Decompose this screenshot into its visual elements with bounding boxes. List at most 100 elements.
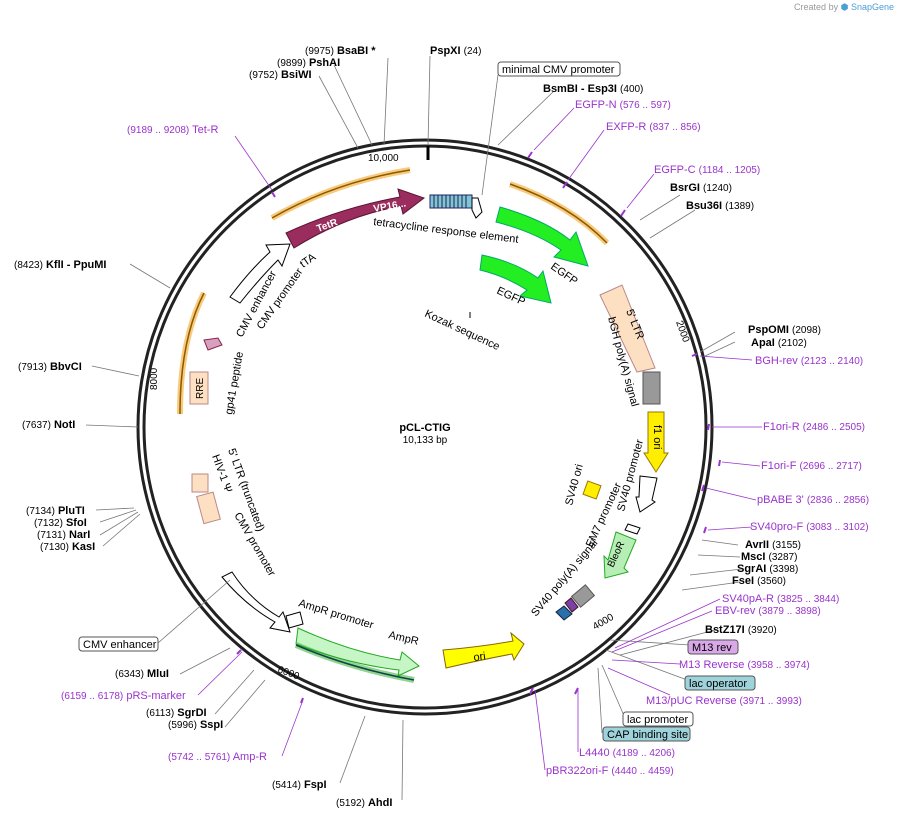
backbone-inner — [142, 144, 708, 710]
egfp-label-2: EGFP — [495, 285, 527, 309]
svg-text:(7132) SfoI: (7132) SfoI — [34, 517, 87, 529]
bsmbi-name: BsmBI — [543, 83, 578, 95]
svg-text:ApaI (2102): ApaI (2102) — [751, 337, 807, 349]
svg-text:L4440 (4189 .. 4206): L4440 (4189 .. 4206) — [579, 747, 675, 759]
cmvenh-box — [78, 636, 159, 652]
egfp-bracket — [509, 183, 608, 244]
lacprom-box — [622, 711, 694, 727]
tick-10000: 10,000 — [368, 153, 399, 164]
pluti-name: PluTI — [58, 505, 85, 517]
svg-text:FseI (3560): FseI (3560) — [732, 575, 786, 587]
primer-exfp-r: EXFP-R — [606, 121, 646, 133]
egfp-feature-1 — [495, 206, 589, 267]
mlui-name: MluI — [147, 668, 169, 680]
min-cmv-box — [497, 61, 621, 77]
primer-f1ori-f: F1ori-F — [761, 460, 797, 472]
plasmid-length: 10,133 bp — [403, 435, 448, 446]
nari-name: NarI — [69, 529, 90, 541]
svg-text:BsrGI (1240): BsrGI (1240) — [670, 182, 732, 194]
svg-text:(9899) PshAI: (9899) PshAI — [277, 57, 340, 69]
svg-text:(6159 .. 6178) pRS-marker: (6159 .. 6178) pRS-marker — [61, 690, 186, 702]
primer-pbabe3: pBABE 3' — [757, 494, 804, 506]
m13rev-box — [687, 639, 739, 655]
primer-sv40pro-f: SV40pro-F — [750, 521, 803, 533]
svg-text:(5742 .. 5761) Amp-R: (5742 .. 5761) Amp-R — [168, 751, 267, 763]
vp16-label: VP16... — [373, 198, 407, 215]
tta-bracket — [271, 169, 411, 219]
m13rev-label: M13 rev — [692, 642, 732, 654]
svg-text:F1ori-F (2696 .. 2717): F1ori-F (2696 .. 2717) — [761, 460, 862, 472]
tetr-feature — [285, 188, 426, 249]
primer-egfp-n: EGFP-N — [575, 99, 617, 111]
ampr-promoter-label: AmpR promoter — [297, 597, 375, 631]
egfp-label-1: EGFP — [548, 261, 579, 288]
svg-text:pBR322ori-F (4440 .. 4459): pBR322ori-F (4440 .. 4459) — [546, 765, 674, 777]
noti-name: NotI — [54, 419, 75, 431]
cap-box — [602, 726, 691, 742]
sv40-promoter-feature — [635, 475, 658, 513]
pshai-name: PshAI — [309, 57, 340, 69]
svg-text:(5996) SspI: (5996) SspI — [168, 719, 223, 731]
primer-egfp-c: EGFP-C — [654, 164, 696, 176]
svg-text:MscI (3287): MscI (3287) — [741, 551, 797, 563]
primer-prs-marker: pRS-marker — [126, 690, 186, 702]
svg-text:(7130) KasI: (7130) KasI — [40, 541, 95, 553]
min-cmv-feature — [471, 197, 483, 219]
svg-text:SgrAI (3398): SgrAI (3398) — [737, 563, 798, 575]
bstz17i-name: BstZ17I — [705, 624, 745, 636]
ahdi-name: AhdI — [368, 797, 392, 809]
bsabi-pos: (9975) — [305, 46, 334, 57]
fsei-name: FseI — [732, 575, 754, 587]
svg-text:F1ori-R (2486 .. 2505): F1ori-R (2486 .. 2505) — [763, 421, 865, 433]
svg-text:PspXI (24): PspXI (24) — [430, 45, 481, 57]
primer-f1ori-r: F1ori-R — [763, 421, 800, 433]
svg-text:(7131) NarI: (7131) NarI — [37, 529, 90, 541]
sv40ori-feature — [582, 480, 602, 500]
svg-text:pBABE 3' (2836 .. 2856): pBABE 3' (2836 .. 2856) — [757, 494, 869, 506]
lac-cluster-feature — [555, 605, 573, 621]
bsabi-name: BsaBI — [337, 45, 368, 57]
svg-text:EBV-rev (3879 .. 3898): EBV-rev (3879 .. 3898) — [715, 605, 821, 617]
ltr-feature — [599, 284, 656, 373]
svg-text:(7637) NotI: (7637) NotI — [22, 419, 75, 431]
primer-m13puc-reverse: M13/pUC Reverse — [646, 695, 736, 707]
svg-text:(9975) BsaBI *: (9975) BsaBI * — [305, 45, 376, 57]
avrii-name: AvrII — [745, 539, 769, 551]
ori-label: ori — [473, 650, 487, 664]
svg-text:(6343) MluI: (6343) MluI — [115, 668, 169, 680]
primer-tet-r: Tet-R — [192, 124, 218, 136]
svg-text:(8423) KflI - PpuMI: (8423) KflI - PpuMI — [14, 259, 106, 271]
svg-text:(5414) FspI: (5414) FspI — [272, 779, 327, 791]
kfli-name: KflI — [46, 259, 64, 271]
bbvci-name: BbvCI — [50, 361, 82, 373]
sgrai-name: SgrAI — [737, 563, 766, 575]
svg-text:AvrII (3155): AvrII (3155) — [745, 539, 801, 551]
ori-feature — [442, 631, 525, 669]
svg-text:BstZ17I (3920): BstZ17I (3920) — [705, 624, 777, 636]
f1ori-label: f1 ori — [651, 425, 663, 449]
ampr-label: AmpR — [387, 629, 420, 648]
bsiwi-name: BsiWI — [281, 69, 312, 81]
gp41-feature — [203, 337, 223, 351]
cmv-enhancer-feature — [229, 243, 291, 304]
svg-text:M13/pUC Reverse (3971 .. 39: M13/pUC Reverse (3971 .. 3993) — [646, 695, 802, 707]
lacprom-label: lac promoter — [627, 714, 688, 726]
sgrdi-name: SgrDI — [177, 707, 206, 719]
rre-label: RRE — [195, 378, 206, 399]
kasi-name: KasI — [72, 541, 95, 553]
svg-text:(9189 .. 9208) Tet-R: (9189 .. 9208) Tet-R — [127, 124, 218, 136]
primer-bgh-rev: BGH-rev — [755, 355, 798, 367]
svg-text:SV40pro-F (3083 .. 3102): SV40pro-F (3083 .. 3102) — [750, 521, 869, 533]
sfoi-name: SfoI — [66, 517, 87, 529]
rre-bracket — [179, 292, 205, 415]
svg-text:EXFP-R (837 .. 856): EXFP-R (837 .. 856) — [606, 121, 701, 133]
ampr-bracket — [295, 644, 415, 681]
bsu36i-name: Bsu36I — [686, 200, 722, 212]
svg-text:(7134) PluTI: (7134) PluTI — [26, 505, 85, 517]
bleor-feature — [603, 531, 637, 579]
tick-2000: 2000 — [673, 319, 691, 344]
em7-feature — [624, 523, 641, 535]
f1ori-feature — [643, 411, 669, 473]
svg-text:BsmBI - Esp3I (400): BsmBI - Esp3I (400) — [543, 83, 643, 95]
